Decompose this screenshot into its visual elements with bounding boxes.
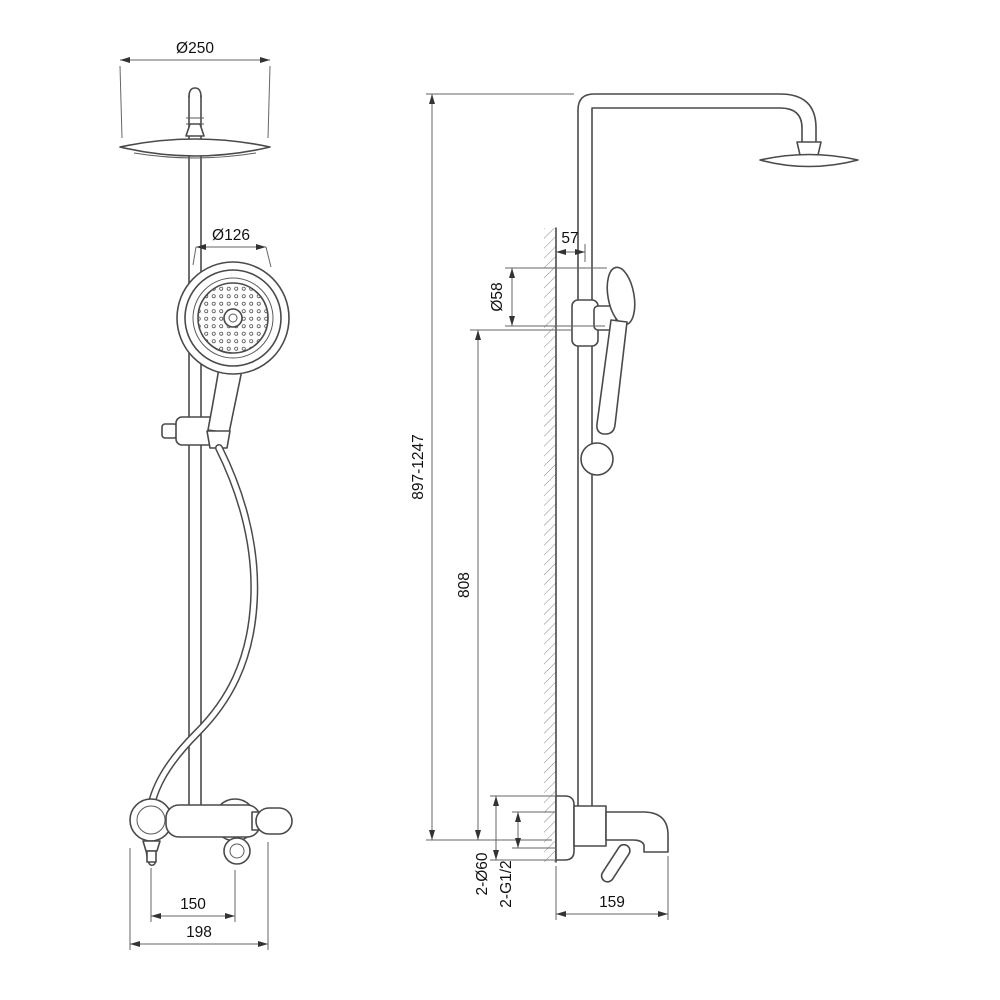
rain-shower-head-side xyxy=(759,141,859,168)
dim-escutcheon-diameter: 2-Ø60 xyxy=(474,795,556,896)
dim-label-overall-width: 198 xyxy=(186,924,212,941)
dim-label-holder-diameter: Ø58 xyxy=(489,282,506,311)
dim-label-hand-shower-diameter: Ø126 xyxy=(212,227,250,244)
dim-wall-offset: 57 xyxy=(556,230,586,262)
dim-label-spout-reach: 159 xyxy=(599,894,625,911)
riser-and-arm-side xyxy=(577,93,817,807)
dim-rail-height: 808 xyxy=(456,329,572,840)
dim-label-wall-offset: 57 xyxy=(561,230,578,247)
hose-loop-side xyxy=(580,442,614,476)
mixer-front xyxy=(129,798,293,865)
wall-hatch xyxy=(544,228,556,862)
mixer-lever-side xyxy=(600,843,631,883)
mixer-lever-front xyxy=(255,807,293,835)
dim-inlet-spacing: 150 xyxy=(150,868,236,922)
hand-shower-side xyxy=(580,266,636,476)
dim-label-escutcheon-diameter: 2-Ø60 xyxy=(474,852,491,895)
front-view: Ø250 Ø126 xyxy=(119,40,293,950)
hand-shower-front xyxy=(176,261,290,449)
dim-label-rail-height: 808 xyxy=(456,572,473,598)
dim-spout-reach: 159 xyxy=(555,856,669,920)
dim-hand-shower-diameter: Ø126 xyxy=(192,227,272,268)
dim-overall-width: 198 xyxy=(129,842,269,950)
wall-section xyxy=(544,227,557,863)
spout-front xyxy=(223,837,251,865)
dim-label-head-diameter: Ø250 xyxy=(176,40,214,57)
riser-pipe-front xyxy=(186,87,204,807)
dim-label-inlet-spacing: 150 xyxy=(180,896,206,913)
dim-height-range: 897-1247 xyxy=(410,93,574,841)
rain-shower-head-front xyxy=(119,123,271,159)
dim-label-thread-size: 2-G1/2 xyxy=(498,860,515,907)
dim-holder-diameter: Ø58 xyxy=(489,267,607,327)
dim-label-height-range: 897-1247 xyxy=(410,434,427,500)
side-view: 57 Ø58 897-1247 xyxy=(410,93,859,920)
hose-outlet xyxy=(142,840,161,852)
spout-side xyxy=(605,811,669,853)
dim-head-diameter: Ø250 xyxy=(119,40,271,139)
dim-thread-size: 2-G1/2 xyxy=(498,811,556,908)
mixer-side xyxy=(555,795,669,883)
